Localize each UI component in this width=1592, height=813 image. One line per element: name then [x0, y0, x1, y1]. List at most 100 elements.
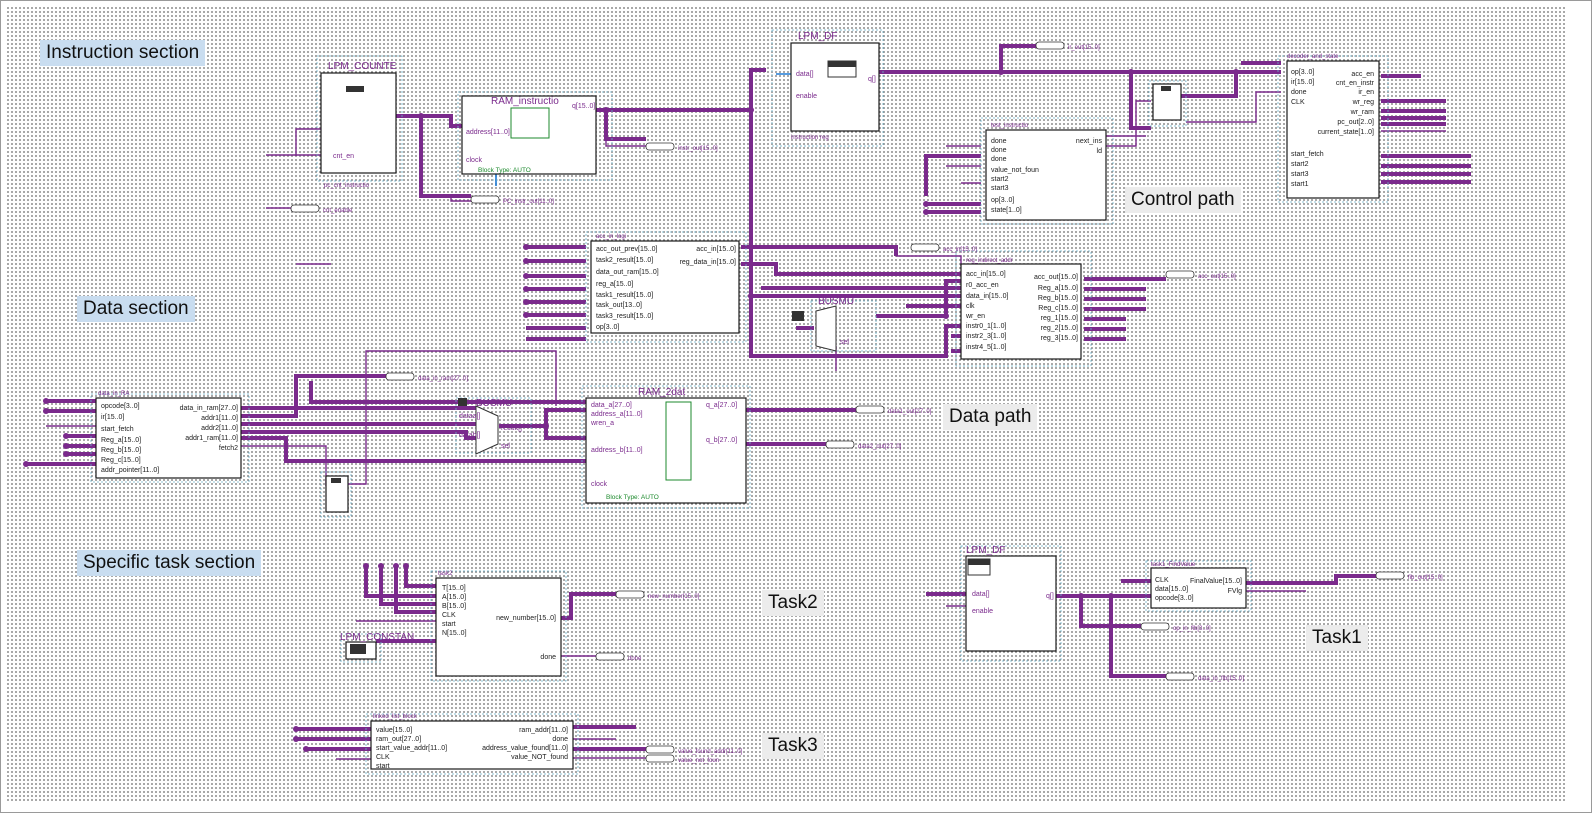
- pin-acc-in[interactable]: acc_in[15..0]: [910, 243, 977, 253]
- io-pins: ir_out[15..0] instr_out[15..0] PC_instr_…: [290, 41, 1443, 764]
- port-label: current_state[1..0]: [1318, 129, 1374, 136]
- block-ram-2port[interactable]: RAM_2dat data_a[27..0] address_a[11..0] …: [581, 385, 751, 509]
- port-label: pc_out[2..0]: [1337, 119, 1374, 126]
- pin-data1-out[interactable]: data1_out[27..0]: [855, 405, 932, 415]
- port-label: Reg_b[15..0]: [1038, 295, 1078, 302]
- block-small-dff-control[interactable]: [1148, 80, 1187, 127]
- junction-dot: [63, 433, 69, 439]
- block-busmux-data-path[interactable]: BUSMU sel: [792, 296, 877, 352]
- pin-new-number[interactable]: new_number[15..0]: [615, 590, 700, 600]
- port-label: data_a[27..0]: [591, 402, 632, 409]
- pin-label: ir_out[15..0]: [1068, 45, 1100, 51]
- pin-ir-out[interactable]: ir_out[15..0]: [1035, 41, 1100, 51]
- specific-task-section-label: Specific task section: [77, 550, 262, 576]
- dff-symbol-bar: [968, 559, 990, 565]
- port-label: FinalValue[15..0]: [1190, 578, 1242, 585]
- pin-cnt-enable[interactable]: cnt_enable: [290, 204, 353, 214]
- pin-data-in-ram[interactable]: data_in_ram[27..0]: [385, 372, 468, 382]
- block-task2[interactable]: task2 T[15..0] A[15..0] B[15..0] CLK sta…: [430, 570, 567, 682]
- data-path-label: Data path: [943, 404, 1038, 430]
- port-label: instr0_1[1..0]: [966, 323, 1007, 330]
- task3-label: Task3: [762, 733, 824, 759]
- port-label: cnt_en_instr: [1336, 80, 1375, 87]
- block-footer: Block Type: AUTO: [606, 494, 659, 501]
- pin-value-found-addr[interactable]: value_found_addr[11..0]: [645, 745, 743, 755]
- junction-dot: [523, 286, 529, 292]
- port-label: q_a[27..0]: [706, 402, 737, 409]
- junction-dot: [363, 563, 369, 569]
- port-label: state[1..0]: [991, 207, 1022, 214]
- port-label: q[15..0]: [572, 103, 595, 110]
- mux-symbol-icon: [475, 405, 499, 455]
- block-title: acc_in_logi: [596, 234, 626, 240]
- port-label: ir[15..0]: [1291, 79, 1314, 86]
- port-label: instr2_3[1..0]: [966, 333, 1007, 340]
- block-reg-indirect-addr[interactable]: reg_indirect_addr acc_in[15..0] r0_acc_e…: [955, 250, 1092, 367]
- port-label: address[11..0]: [466, 129, 510, 136]
- port-label: reg_3[15..0]: [1041, 335, 1078, 342]
- port-label: data[15..0]: [1155, 586, 1188, 593]
- block-lpm-dff-instruction[interactable]: LPM_DF data[] enable q[] instruction reg: [771, 29, 884, 147]
- block-lpm-counter[interactable]: LPM_COUNTE cnt_en pc_cnt_instructio: [316, 55, 403, 189]
- port-label: addr1_ram[11..0]: [185, 435, 238, 442]
- port-label: data[]: [796, 71, 814, 78]
- block-small-dff-data[interactable]: [320, 471, 352, 518]
- pin-value-not-foun[interactable]: value_not_foun: [645, 754, 719, 764]
- pin-label: cnt_enable: [323, 208, 353, 214]
- block-footer: pc_cnt_instructio: [324, 183, 370, 189]
- junction-dot: [1128, 69, 1134, 75]
- pin-acc-out[interactable]: acc_out[15..0]: [1165, 270, 1236, 280]
- pin-label: data1_out[27..0]: [888, 409, 932, 415]
- pin-pc-instr-out[interactable]: PC_instr_out[11..0]: [470, 195, 554, 205]
- port-label: cnt_en: [333, 153, 354, 160]
- junction-dot: [748, 107, 754, 113]
- junction-dot: [998, 69, 1004, 75]
- pin-data2-out[interactable]: data2_out[27..0]: [825, 440, 902, 450]
- junction-dot: [293, 736, 299, 742]
- port-label: reg_data_in[15..0]: [680, 259, 736, 266]
- pin-label: done: [628, 656, 642, 662]
- port-label: start2: [991, 176, 1009, 183]
- block-decoder-and-state[interactable]: decoder_and_state op[3..0] ir[15..0] don…: [1277, 54, 1389, 203]
- block-acc-in-logic[interactable]: acc_in_logi acc_out_prev[15..0] task2_re…: [585, 231, 747, 343]
- pin-label: PC_instr_out[11..0]: [503, 199, 554, 205]
- dff-symbol-bar: [828, 61, 856, 67]
- block-task3[interactable]: linked_list_block value[15..0] ram_out[2…: [365, 713, 579, 775]
- junction-dot: [43, 398, 49, 404]
- schematic-drawing: LPM_COUNTE cnt_en pc_cnt_instructio RAM_…: [23, 29, 1471, 775]
- port-label: done: [991, 147, 1007, 154]
- port-label: data_in[15..0]: [966, 293, 1008, 300]
- block-title: BUSMU: [476, 398, 512, 409]
- port-label: N[15..0]: [442, 630, 467, 637]
- pin-label: fib_out[15..0]: [1408, 575, 1443, 581]
- port-label: value_not_foun: [991, 167, 1039, 174]
- port-label: result[]: [501, 425, 522, 432]
- junction-dot: [293, 726, 299, 732]
- port-label: Reg_c[15..0]: [1038, 305, 1078, 312]
- constant-symbol-icon: [458, 398, 467, 406]
- block-ram-instruction[interactable]: RAM_instructio address[11..0] clock q[15…: [457, 91, 613, 181]
- port-label: new_number[15..0]: [496, 615, 556, 622]
- port-label: enable: [796, 93, 817, 100]
- block-busmux-data-section[interactable]: BUSMU dataa[] datab[] result[] sel: [455, 397, 532, 455]
- schematic-canvas[interactable]: LPM_COUNTE cnt_en pc_cnt_instructio RAM_…: [6, 6, 1566, 802]
- block-data-in-ra[interactable]: data_in_RA opcode[3..0] ir[15..0] start_…: [90, 391, 250, 483]
- pin-op-in-fib[interactable]: op_in_fib[3..0]: [1140, 622, 1211, 632]
- port-label: FVlg: [1228, 588, 1243, 595]
- pin-data-in-fib[interactable]: data_in_fib[15..0]: [1165, 672, 1244, 682]
- block-test-instruction[interactable]: test_instructio done done done value_not…: [980, 117, 1114, 225]
- port-label: T[15..0]: [442, 585, 466, 592]
- block-title: RAM_2dat: [638, 387, 685, 398]
- junction-dot: [378, 563, 384, 569]
- port-label: op[3..0]: [596, 324, 619, 331]
- pin-done[interactable]: done: [595, 652, 642, 662]
- port-label: CLK: [1291, 99, 1305, 106]
- pin-instr-out[interactable]: instr_out[15..0]: [645, 142, 718, 152]
- port-label: start_fetch: [101, 426, 134, 433]
- block-lpm-constant[interactable]: LPM_CONSTAN: [340, 632, 414, 663]
- pin-fib-out[interactable]: fib_out[15..0]: [1375, 571, 1443, 581]
- block-task1[interactable]: task1_FindValue CLK data[15..0] opcode[3…: [1145, 560, 1252, 612]
- pin-label: data_in_ram[27..0]: [418, 376, 468, 382]
- block-title: task2: [438, 571, 453, 577]
- block-lpm-dff-task1[interactable]: LPM_DF data[] enable q[]: [960, 545, 1062, 662]
